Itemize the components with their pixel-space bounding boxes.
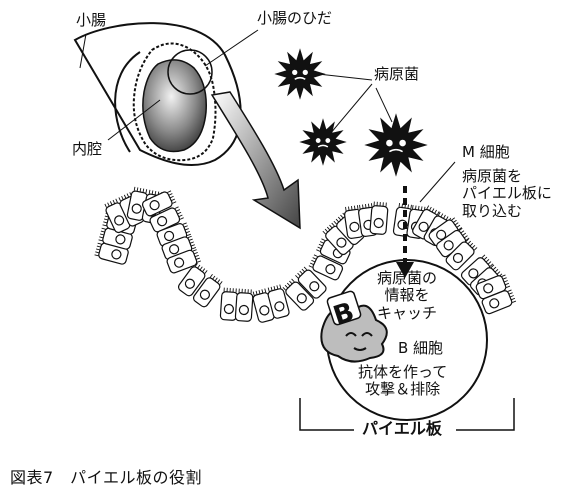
pathogen-leader-top bbox=[318, 74, 372, 80]
b-cell-label: B 細胞 bbox=[398, 340, 443, 357]
m-cell-action-label: 病原菌を パイエル板に 取り込む bbox=[462, 168, 552, 220]
pathogen-leader-main bbox=[376, 88, 392, 122]
epithelial-cell bbox=[235, 289, 253, 322]
pathogen-small bbox=[301, 120, 345, 164]
pathogen-top bbox=[276, 50, 324, 98]
capture-info-label: 病原菌の 情報を キャッチ bbox=[377, 270, 437, 322]
peyers-patch-label: パイエル板 bbox=[362, 420, 442, 438]
intestinal-fold-label: 小腸のひだ bbox=[257, 10, 332, 27]
zoom-arrow bbox=[212, 92, 300, 228]
b-cell-action-label: 抗体を作って 攻撃＆排除 bbox=[358, 364, 447, 399]
small-intestine-label: 小腸 bbox=[76, 12, 106, 29]
m-cell-leader bbox=[420, 162, 455, 202]
pathogen-leader-left bbox=[330, 84, 372, 134]
lumen-label: 内腔 bbox=[72, 141, 102, 158]
pathogen-main bbox=[366, 115, 426, 175]
pathogen-label: 病原菌 bbox=[374, 66, 419, 83]
figure-caption: 図表7 パイエル板の役割 bbox=[10, 464, 202, 488]
m-cell-label: M 細胞 bbox=[462, 144, 510, 161]
epithelial-cell bbox=[370, 201, 389, 234]
